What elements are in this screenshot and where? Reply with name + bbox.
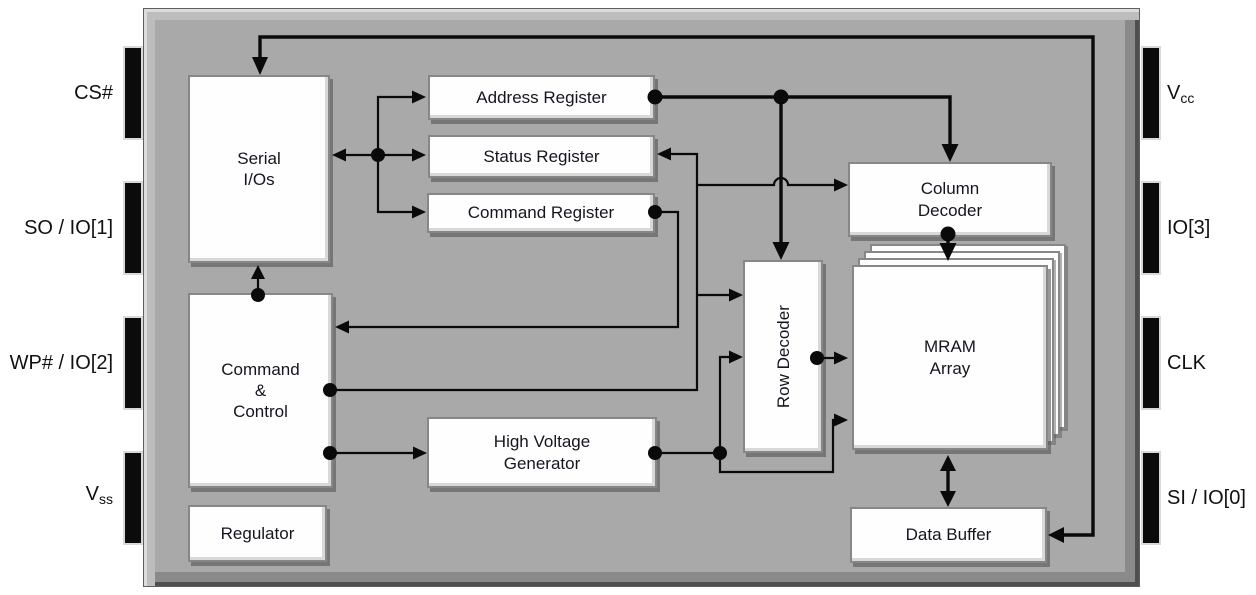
pin-cs — [125, 48, 141, 138]
block-label-column-decoder: Column Decoder — [917, 179, 983, 220]
block-command-control: Command & Control — [188, 293, 333, 488]
block-label-status-register: Status Register — [483, 146, 600, 166]
block-label-mram-array: MRAM Array — [924, 337, 976, 378]
pin-label-so-io1: SO / IO[1] — [24, 217, 113, 239]
pin-label-cs: CS# — [74, 82, 113, 104]
block-high-voltage-generator: High Voltage Generator — [427, 417, 657, 488]
block-address-register: Address Register — [428, 75, 655, 120]
block-row-decoder: Row Decoder — [743, 260, 823, 453]
pin-label-vss: Vss — [85, 483, 113, 507]
pin-io3 — [1143, 183, 1159, 273]
block-label-command-control: Command & Control — [221, 359, 300, 422]
block-command-register: Command Register — [427, 193, 655, 233]
pin-label-wp-io2: WP# / IO[2] — [9, 352, 113, 374]
block-label-regulator: Regulator — [220, 523, 295, 543]
pin-label-vcc: Vcc — [1167, 82, 1195, 106]
pin-clk — [1143, 318, 1159, 408]
pin-vcc — [1143, 48, 1159, 138]
block-label-address-register: Address Register — [476, 87, 607, 107]
block-label-command-register: Command Register — [467, 203, 615, 223]
block-status-register: Status Register — [428, 135, 655, 178]
pin-vss — [125, 453, 141, 543]
pin-label-clk: CLK — [1167, 352, 1206, 374]
pin-si-io0 — [1143, 453, 1159, 543]
block-data-buffer: Data Buffer — [850, 507, 1047, 563]
pin-so-io1 — [125, 183, 141, 273]
block-serial-ios: Serial I/Os — [188, 75, 330, 263]
pin-label-si-io0: SI / IO[0] — [1167, 487, 1246, 509]
block-label-high-voltage-generator: High Voltage Generator — [493, 432, 591, 473]
pin-wp-io2 — [125, 318, 141, 408]
block-label-row-decoder: Row Decoder — [773, 305, 793, 408]
block-column-decoder: Column Decoder — [848, 162, 1052, 237]
block-regulator: Regulator — [188, 505, 327, 562]
block-label-serial-ios: Serial I/Os — [237, 148, 281, 189]
block-label-data-buffer: Data Buffer — [905, 525, 992, 545]
pin-label-io3: IO[3] — [1167, 217, 1211, 239]
block-mram-array: MRAM Array — [852, 265, 1048, 450]
